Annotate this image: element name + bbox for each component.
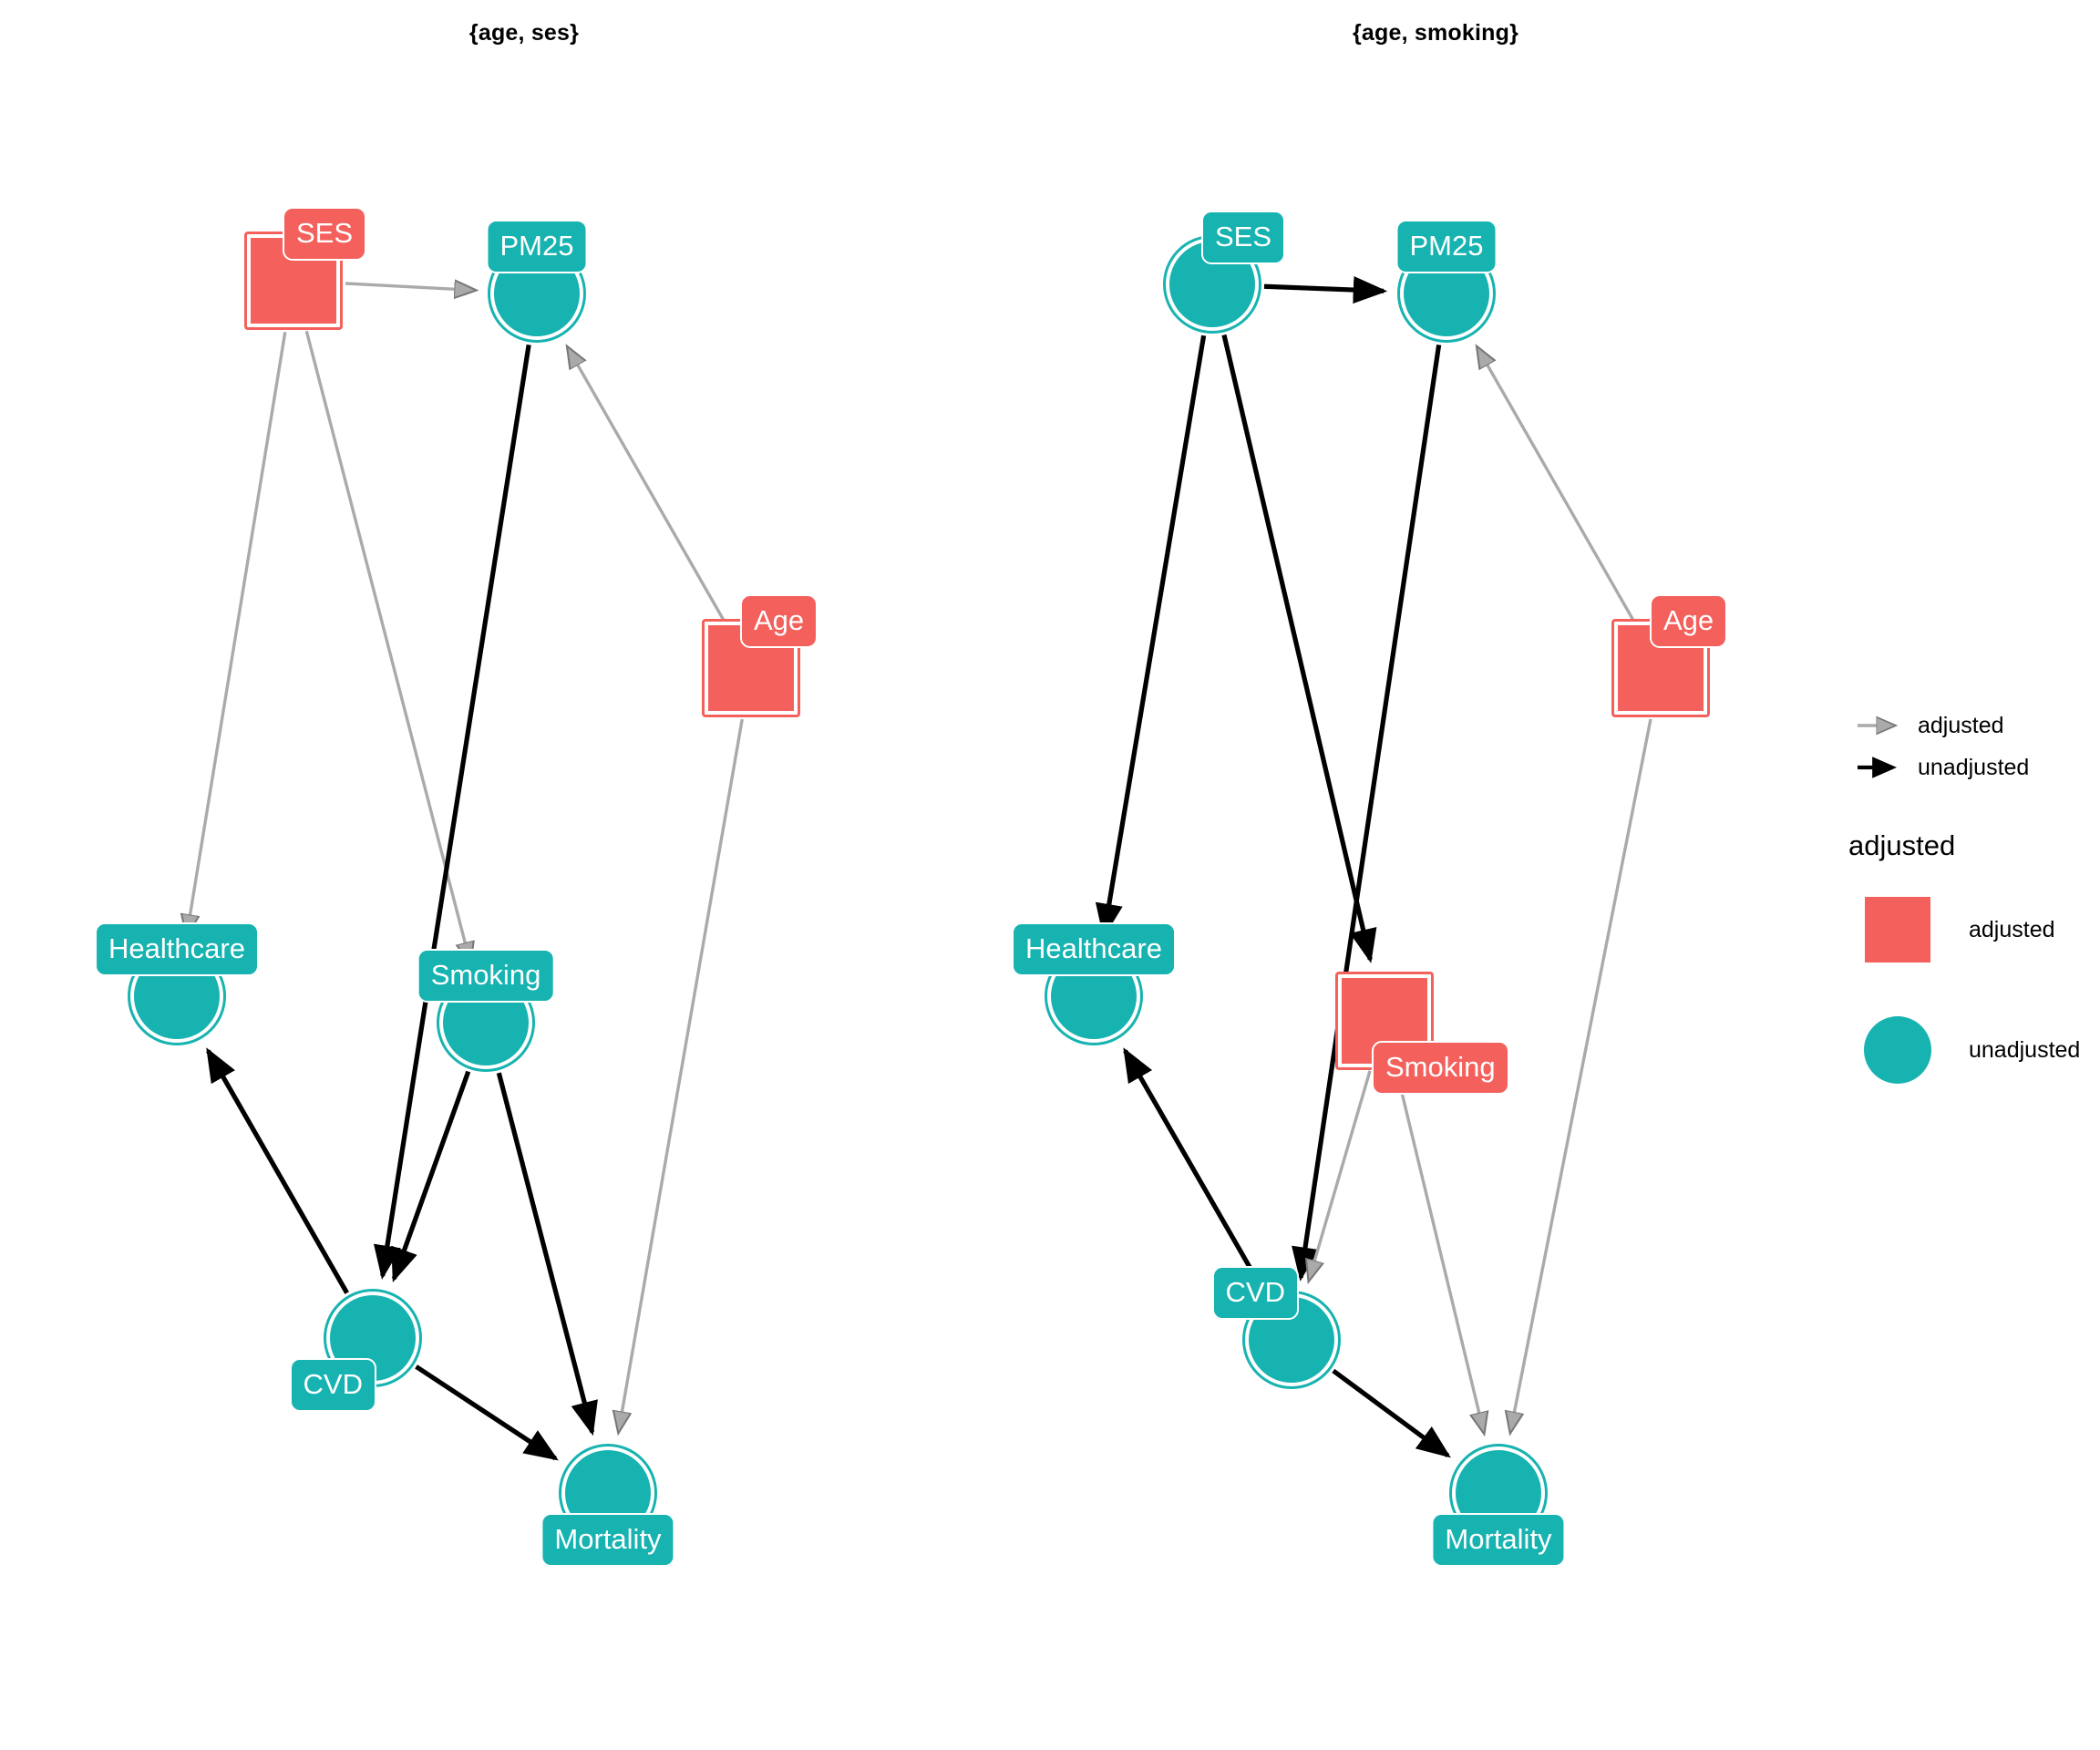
legend-item-arrow-adjusted: adjusted: [1856, 707, 2004, 744]
legend-item-shape-adjusted: adjusted: [1843, 875, 2055, 984]
dag-edge-age-to-pm25: [568, 348, 727, 624]
legend-label: unadjusted: [1969, 1036, 2081, 1063]
dag-edge-pm25-to-cvd: [373, 344, 531, 1280]
node-label: Healthcare: [95, 922, 259, 976]
dag-edge-smoking-to-cvd: [391, 1070, 471, 1282]
legend-item-shape-unadjusted: unadjusted: [1843, 995, 2080, 1105]
dag-edge-cvd-to-mortality: [415, 1364, 559, 1461]
node-label: SES: [1201, 211, 1286, 264]
dag-edge-age-to-mortality: [619, 718, 744, 1431]
node-label: PM25: [486, 220, 588, 273]
node-label: Age: [1650, 594, 1728, 648]
node-label: Mortality: [540, 1513, 675, 1567]
legend-title: adjusted: [1848, 829, 1956, 861]
dag-edge-cvd-to-mortality: [1332, 1368, 1451, 1458]
legend-label: adjusted: [1918, 712, 2004, 738]
circle-swatch-icon: [1864, 1016, 1931, 1084]
legend-label: adjusted: [1969, 916, 2055, 942]
dag-edge-cvd-to-healthcare: [1123, 1047, 1268, 1296]
node-label: Smoking: [1372, 1041, 1509, 1095]
dag-edge-age-to-pm25: [1477, 348, 1637, 624]
square-node-shape: [1611, 619, 1710, 717]
panel-title: {age, ses}: [468, 20, 580, 46]
dag-edge-smoking-to-mortality: [1395, 1071, 1483, 1432]
dag-edge-pm25-to-cvd: [1292, 345, 1442, 1282]
dag-edge-smoking-to-cvd: [1309, 1070, 1372, 1280]
node-label: SES: [283, 207, 367, 261]
legend: adjusted unadjusted adjusted adjusted: [1832, 0, 2100, 1750]
node-label: Age: [740, 594, 818, 648]
node-label: Healthcare: [1012, 922, 1176, 976]
panel-title: {age, smoking}: [1352, 20, 1519, 46]
legend-label: unadjusted: [1918, 754, 2030, 780]
dag-edge-smoking-to-mortality: [496, 1072, 598, 1436]
node-label: CVD: [1211, 1266, 1299, 1320]
dag-edge-cvd-to-healthcare: [206, 1047, 349, 1294]
node-label: Mortality: [1431, 1513, 1566, 1567]
square-swatch-icon: [1865, 897, 1930, 962]
dag-edge-ses-to-healthcare: [1095, 335, 1207, 939]
dag-edge-age-to-mortality: [1510, 718, 1652, 1431]
arrow-unadjusted-icon: [1858, 757, 1898, 778]
dag-edge-ses-to-pm25: [345, 283, 474, 290]
node-label: Smoking: [417, 949, 555, 1003]
legend-swatch-wrap: [1843, 995, 1952, 1105]
arrow-adjusted-icon: [1858, 714, 1903, 737]
dag-edge-ses-to-healthcare: [187, 331, 287, 934]
dag-edge-ses-to-smoking: [1221, 334, 1377, 963]
node-label: PM25: [1395, 220, 1498, 273]
legend-item-arrow-unadjusted: unadjusted: [1856, 749, 2029, 786]
dag-edge-ses-to-pm25: [1263, 275, 1388, 304]
legend-swatch-wrap: [1843, 875, 1952, 984]
dag-edge-ses-to-smoking: [304, 330, 469, 962]
node-label: CVD: [289, 1358, 376, 1412]
